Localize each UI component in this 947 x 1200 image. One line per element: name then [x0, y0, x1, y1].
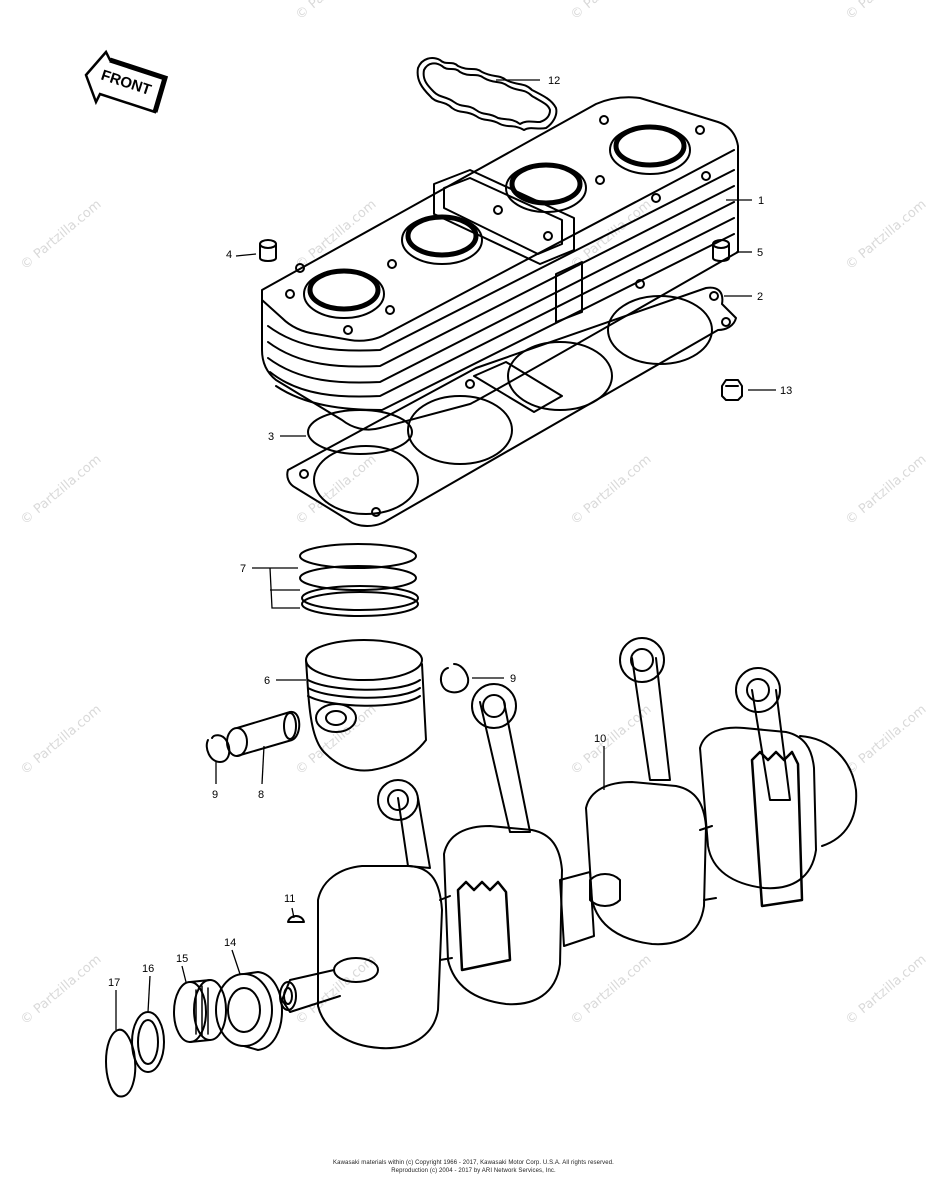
callout-17: 17 [108, 977, 120, 989]
watermark: © Partzilla.com [18, 197, 104, 273]
watermark: © Partzilla.com [843, 702, 929, 778]
piston-pin [226, 711, 301, 757]
o-ring [307, 409, 413, 455]
dowel-pin-left [259, 239, 277, 262]
watermark: © Partzilla.com [843, 0, 929, 23]
watermark: © Partzilla.com [293, 197, 379, 273]
watermark: © Partzilla.com [843, 197, 929, 273]
callout-9: 9 [212, 789, 218, 801]
piston-pin-circlip [205, 734, 231, 763]
needle-bearing [173, 979, 227, 1043]
callout-3: 3 [268, 431, 274, 443]
watermark: © Partzilla.com [293, 0, 379, 23]
callout-1: 1 [758, 195, 764, 207]
dowel-pin-right [712, 239, 730, 262]
callout-10: 10 [594, 733, 606, 745]
callouts: 12 1 2 3 4 5 13 7 6 9 9 8 10 11 14 15 16… [108, 75, 792, 989]
watermark: © Partzilla.com [568, 452, 654, 528]
cap-nut [721, 379, 743, 401]
callout-7: 7 [240, 563, 246, 575]
callout-14: 14 [224, 937, 236, 949]
cylinder-block [261, 96, 739, 431]
watermark: © Partzilla.com [568, 952, 654, 1028]
piston-ring-set [299, 543, 419, 617]
callout-12: 12 [548, 75, 560, 87]
woodruff-key [287, 915, 305, 923]
copyright-line-1: Kawasaki materials within (c) Copyright … [333, 1160, 614, 1166]
watermark: © Partzilla.com [18, 452, 104, 528]
callout-9: 9 [510, 673, 516, 685]
crankshaft [279, 637, 858, 1050]
piston [305, 639, 427, 772]
watermark-layer: © Partzilla.com © Partzilla.com © Partzi… [18, 0, 929, 1028]
leader-lines [115, 79, 776, 1030]
callout-16: 16 [142, 963, 154, 975]
piston-pin-circlip [440, 663, 470, 694]
oil-seal [215, 971, 283, 1051]
head-cover-gasket [416, 57, 558, 131]
callout-8: 8 [258, 789, 264, 801]
callout-15: 15 [176, 953, 188, 965]
watermark: © Partzilla.com [843, 952, 929, 1028]
watermark: © Partzilla.com [843, 452, 929, 528]
callout-11: 11 [284, 893, 295, 905]
watermark: © Partzilla.com [568, 702, 654, 778]
callout-5: 5 [757, 247, 763, 259]
callout-6: 6 [264, 675, 270, 687]
callout-13: 13 [780, 385, 792, 397]
watermark: © Partzilla.com [18, 702, 104, 778]
callout-4: 4 [226, 249, 232, 261]
front-arrow-icon: FRONT [84, 49, 169, 114]
watermark: © Partzilla.com [568, 0, 654, 23]
watermark: © Partzilla.com [293, 702, 379, 778]
copyright-line-2: Reproduction (c) 2004 - 2017 by ARI Netw… [391, 1168, 556, 1174]
cylinder-base-gasket [286, 279, 737, 527]
watermark: © Partzilla.com [18, 952, 104, 1028]
callout-2: 2 [757, 291, 763, 303]
watermark: © Partzilla.com [293, 452, 379, 528]
thrust-washer [131, 1011, 165, 1073]
crankshaft-circlip [105, 1028, 137, 1098]
